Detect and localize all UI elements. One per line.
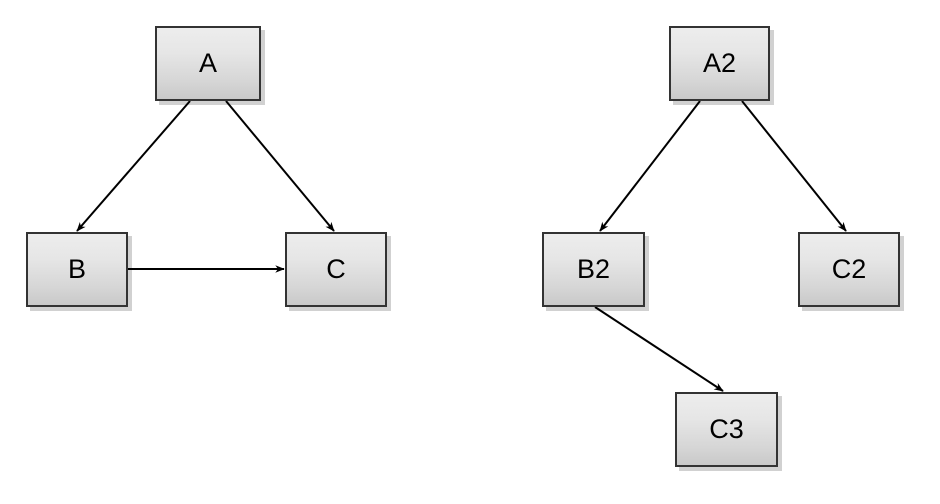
edge-a2-c2[interactable] (741, 100, 847, 232)
node-label: C3 (709, 414, 744, 444)
node-label: A (198, 48, 217, 78)
node-c[interactable]: C (285, 232, 387, 307)
edge-b2-c3[interactable] (594, 306, 724, 392)
edge-a-c[interactable] (225, 100, 335, 232)
node-c2[interactable]: C2 (798, 232, 900, 307)
node-a2[interactable]: A2 (669, 26, 770, 101)
node-b[interactable]: B (26, 232, 128, 307)
node-label: B2 (576, 254, 611, 284)
edge-group (76, 100, 847, 392)
edge-a2-b2[interactable] (599, 100, 701, 232)
node-label: C (326, 254, 346, 284)
node-b2[interactable]: B2 (542, 232, 645, 307)
node-label: A2 (702, 48, 737, 78)
node-label: C2 (831, 254, 867, 284)
node-a[interactable]: A (155, 26, 261, 101)
node-label: B (67, 254, 86, 284)
node-c3[interactable]: C3 (675, 392, 778, 467)
edge-a-b[interactable] (76, 100, 191, 232)
